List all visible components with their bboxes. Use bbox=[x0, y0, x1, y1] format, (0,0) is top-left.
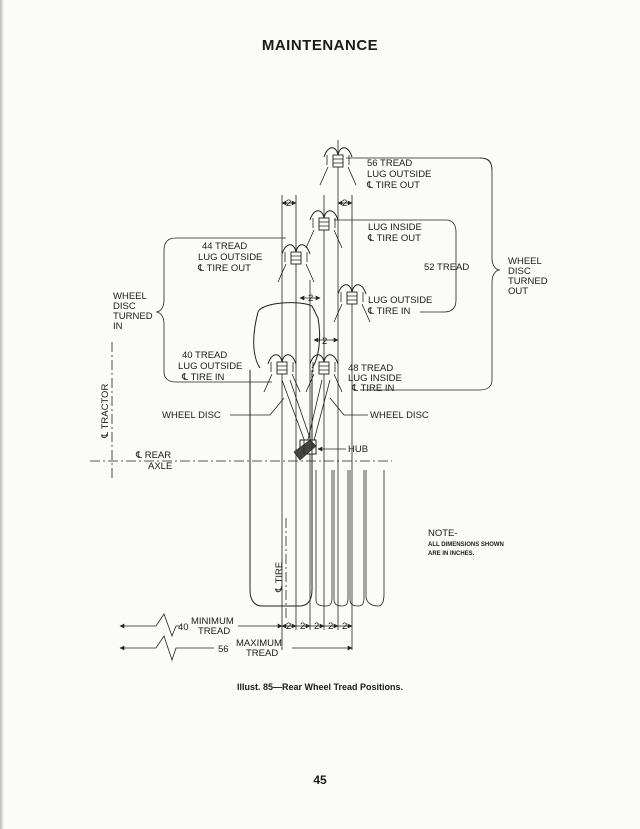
svg-text:℄ TIRE OUT: ℄ TIRE OUT bbox=[197, 263, 251, 274]
svg-text:DISC: DISC bbox=[508, 266, 531, 277]
label-wheel-disc-right: WHEEL DISC bbox=[329, 397, 429, 421]
svg-text:WHEEL: WHEEL bbox=[508, 256, 542, 267]
figure-caption: Illust. 85—Rear Wheel Tread Positions. bbox=[236, 682, 404, 692]
svg-text:LUG INSIDE: LUG INSIDE bbox=[348, 373, 402, 384]
svg-text:44 TREAD: 44 TREAD bbox=[202, 241, 247, 252]
svg-text:48 TREAD: 48 TREAD bbox=[348, 363, 393, 374]
min-spacing-1: 2 bbox=[286, 621, 291, 632]
svg-text:℄ TIRE IN: ℄ TIRE IN bbox=[351, 383, 394, 394]
svg-text:ARE IN INCHES.: ARE IN INCHES. bbox=[428, 551, 475, 557]
svg-text:ALL DIMENSIONS SHOWN: ALL DIMENSIONS SHOWN bbox=[428, 542, 504, 548]
page-number: 45 bbox=[313, 773, 327, 787]
label-40-tread: 40 TREAD LUG OUTSIDE ℄ TIRE IN bbox=[178, 350, 242, 383]
maximum-tread-label-line2: TREAD bbox=[246, 648, 278, 659]
tractor-centerline-label: ℄ TRACTOR bbox=[100, 384, 111, 439]
svg-text:DISC: DISC bbox=[113, 301, 136, 312]
wheel-disc-assembly bbox=[281, 379, 331, 461]
label-52-tread: 52 TREAD bbox=[420, 232, 469, 313]
min-spacing-3: 2 bbox=[314, 621, 319, 632]
label-wheel-disc-left: WHEEL DISC bbox=[162, 397, 285, 421]
svg-text:℄ TIRE IN: ℄ TIRE IN bbox=[367, 306, 410, 317]
svg-text:TURNED: TURNED bbox=[113, 311, 153, 322]
spacing-dimensions: 2 2 2 2 bbox=[281, 198, 353, 347]
maximum-tread-value: 56 bbox=[218, 644, 229, 655]
rear-axle-centerline: ℄ REAR AXLE bbox=[90, 450, 392, 472]
dimension-note: NOTE- ALL DIMENSIONS SHOWN ARE IN INCHES… bbox=[428, 528, 504, 557]
minimum-tread-label-line1: MINIMUM bbox=[191, 616, 234, 627]
maximum-tread-dimension: 56 MAXIMUM TREAD bbox=[119, 635, 353, 662]
label-56-tread: 56 TREAD LUG OUTSIDE ℄ TIRE OUT bbox=[346, 157, 493, 191]
svg-text:WHEEL: WHEEL bbox=[113, 291, 147, 302]
svg-text:LUG OUTSIDE: LUG OUTSIDE bbox=[198, 252, 262, 263]
tire-centerline-label: ℄ TIRE bbox=[274, 562, 285, 593]
tractor-centerline: ℄ TRACTOR bbox=[100, 342, 113, 480]
svg-text:HUB: HUB bbox=[348, 444, 368, 455]
svg-text:40 TREAD: 40 TREAD bbox=[182, 350, 227, 361]
label-hub: HUB bbox=[317, 444, 368, 455]
min-spacing-5: 2 bbox=[342, 621, 347, 632]
spacing-top-right: 2 bbox=[342, 198, 347, 209]
svg-text:℄ TIRE OUT: ℄ TIRE OUT bbox=[367, 233, 421, 244]
spacing-top-left: 2 bbox=[286, 198, 291, 209]
svg-text:℄ TIRE IN: ℄ TIRE IN bbox=[181, 372, 224, 383]
svg-text:LUG OUTSIDE: LUG OUTSIDE bbox=[367, 169, 431, 180]
min-spacing-2: 2 bbox=[300, 621, 305, 632]
page-binding-edge bbox=[0, 0, 4, 829]
label-lug-outside-tire-in: LUG OUTSIDE ℄ TIRE IN bbox=[367, 295, 432, 317]
rear-axle-label-line2: AXLE bbox=[148, 461, 172, 472]
minimum-tread-dimension: 40 MINIMUM TREAD 2 2 2 2 2 bbox=[119, 613, 353, 638]
label-wheel-disc-turned-in: WHEEL DISC TURNED IN bbox=[113, 250, 272, 383]
maximum-tread-label-line1: MAXIMUM bbox=[236, 638, 282, 649]
label-wheel-disc-turned-out: WHEEL DISC TURNED OUT bbox=[360, 157, 548, 391]
svg-text:TURNED: TURNED bbox=[508, 276, 548, 287]
svg-text:LUG OUTSIDE: LUG OUTSIDE bbox=[178, 361, 242, 372]
label-lug-inside-tire-out: LUG INSIDE ℄ TIRE OUT bbox=[334, 219, 457, 244]
svg-text:℄ TIRE OUT: ℄ TIRE OUT bbox=[366, 180, 420, 191]
svg-text:WHEEL DISC: WHEEL DISC bbox=[370, 410, 429, 421]
svg-text:OUT: OUT bbox=[508, 286, 528, 297]
svg-text:52 TREAD: 52 TREAD bbox=[424, 262, 469, 273]
min-spacing-4: 2 bbox=[328, 621, 333, 632]
svg-text:WHEEL DISC: WHEEL DISC bbox=[162, 410, 221, 421]
svg-text:LUG OUTSIDE: LUG OUTSIDE bbox=[368, 295, 432, 306]
label-48-tread: 48 TREAD LUG INSIDE ℄ TIRE IN bbox=[348, 363, 402, 394]
page-title: MAINTENANCE bbox=[261, 37, 379, 54]
spacing-lower: 2 bbox=[322, 336, 327, 347]
svg-text:56 TREAD: 56 TREAD bbox=[367, 158, 412, 169]
minimum-tread-label-line2: TREAD bbox=[198, 626, 230, 637]
svg-text:IN: IN bbox=[113, 321, 123, 332]
minimum-tread-value: 40 bbox=[178, 622, 189, 633]
tire-outline: ℄ TIRE bbox=[249, 302, 385, 618]
rear-axle-label-line1: ℄ REAR bbox=[135, 450, 171, 461]
svg-text:NOTE-: NOTE- bbox=[428, 528, 458, 539]
svg-text:LUG INSIDE: LUG INSIDE bbox=[368, 222, 422, 233]
tread-position-lines bbox=[281, 140, 353, 650]
spacing-middle: 2 bbox=[308, 293, 313, 304]
label-44-tread: 44 TREAD LUG OUTSIDE ℄ TIRE OUT bbox=[163, 237, 286, 274]
